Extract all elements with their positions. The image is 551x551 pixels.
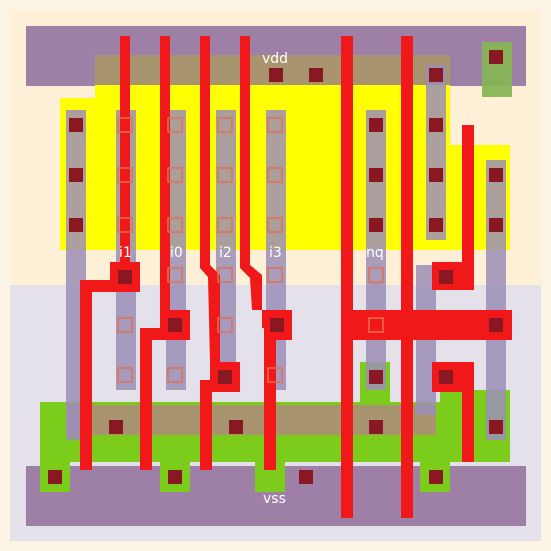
contact — [439, 270, 453, 284]
contact — [118, 270, 132, 284]
metal-track-far-right — [486, 160, 506, 440]
poly-gate-i1-top — [120, 36, 130, 266]
contacts — [48, 50, 503, 484]
contact — [489, 218, 503, 232]
via — [117, 117, 133, 133]
via — [117, 167, 133, 183]
contact — [369, 118, 383, 132]
via — [117, 367, 133, 383]
via — [167, 267, 183, 283]
contact — [369, 168, 383, 182]
poly-gate-i3 — [262, 310, 292, 470]
contact — [218, 370, 232, 384]
via — [368, 267, 384, 283]
via — [117, 317, 133, 333]
contact — [489, 318, 503, 332]
metal-track-i2 — [216, 110, 236, 390]
via — [267, 167, 283, 183]
contact — [429, 118, 443, 132]
label-nq: nq — [366, 245, 384, 261]
contact — [109, 420, 123, 434]
via — [217, 317, 233, 333]
contact — [299, 470, 313, 484]
poly-gate-right-bottom — [432, 362, 474, 462]
via — [267, 217, 283, 233]
poly-gate-right-top — [432, 125, 474, 290]
label-i0: i0 — [170, 245, 183, 261]
label-vss: vss — [263, 491, 286, 507]
via — [267, 267, 283, 283]
contact — [369, 218, 383, 232]
contact — [489, 168, 503, 182]
label-i3: i3 — [269, 245, 282, 261]
via — [217, 217, 233, 233]
contact — [489, 50, 503, 64]
contact — [168, 318, 182, 332]
label-i1: i1 — [119, 245, 132, 261]
poly-gate-i1 — [80, 262, 140, 470]
contact — [269, 68, 283, 82]
poly-gate-nq-left — [341, 36, 353, 518]
via — [167, 167, 183, 183]
poly-gate-i3-top — [240, 36, 262, 310]
via — [167, 217, 183, 233]
poly-gate-i0 — [140, 310, 190, 470]
contact — [168, 470, 182, 484]
contact — [309, 68, 323, 82]
contact — [429, 168, 443, 182]
contact — [69, 218, 83, 232]
contact — [270, 318, 284, 332]
via — [267, 117, 283, 133]
vias — [117, 117, 384, 383]
contact — [229, 420, 243, 434]
metal-track-right-top — [426, 65, 446, 240]
via — [217, 117, 233, 133]
via — [267, 367, 283, 383]
via — [167, 367, 183, 383]
contact — [48, 470, 62, 484]
contact — [429, 68, 443, 82]
via — [368, 317, 384, 333]
via — [167, 117, 183, 133]
poly-gate-i2 — [200, 362, 240, 470]
contact — [489, 420, 503, 434]
poly-gate-i0-top — [160, 36, 170, 316]
via — [217, 167, 233, 183]
contact — [369, 420, 383, 434]
contact — [69, 118, 83, 132]
contact — [429, 218, 443, 232]
poly-bar-nq — [345, 310, 512, 340]
label-i2: i2 — [219, 245, 232, 261]
poly-gate-nq-right — [401, 36, 413, 518]
contact — [69, 168, 83, 182]
label-vdd: vdd — [262, 51, 288, 67]
contact — [439, 370, 453, 384]
poly-gates — [80, 36, 512, 518]
poly-gate-i2-top — [200, 36, 220, 362]
contact — [429, 470, 443, 484]
contact — [369, 370, 383, 384]
via — [117, 217, 133, 233]
via — [217, 267, 233, 283]
